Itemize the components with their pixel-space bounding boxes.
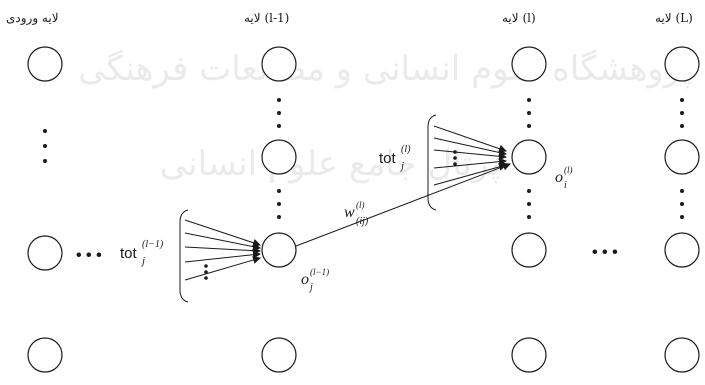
o-curr-base: o — [555, 169, 563, 186]
bundle-bracket-curr — [427, 114, 437, 211]
last-node-third — [664, 232, 700, 268]
bundle-bracket-prev — [179, 209, 189, 303]
w-sup: (l) — [356, 200, 365, 210]
last-dot — [680, 98, 684, 102]
incoming-arrow — [433, 125, 507, 153]
watermark-line-2: پرتال جامع علوم انسانی — [160, 144, 500, 184]
input-layer-label: لایه ورودی — [6, 11, 59, 25]
bundle-dot — [204, 264, 208, 268]
last-node-top — [664, 46, 700, 82]
incoming-bundle-prev — [179, 209, 261, 303]
last-layer-label: لایه (L) — [655, 11, 693, 25]
input-dot — [43, 129, 47, 133]
o-prev-label: o j (l−1) — [301, 267, 329, 293]
watermark-line-1: پژوهشگاه علوم انسانی و مطالعات فرهنگی — [78, 49, 692, 89]
prev-dot — [277, 215, 281, 219]
tot-curr-sub: j — [399, 160, 404, 172]
o-prev-base: o — [301, 271, 309, 288]
prev-dot — [277, 124, 281, 128]
incoming-arrow — [184, 232, 261, 251]
incoming-arrow — [433, 149, 507, 161]
last-dot — [680, 202, 684, 206]
prev-node-second — [261, 139, 297, 175]
prev-dot — [277, 111, 281, 115]
tot-prev-sub: j — [140, 255, 145, 267]
o-prev-sub: j — [308, 282, 313, 293]
input-dot — [43, 159, 47, 163]
last-dot — [680, 111, 684, 115]
incoming-bundle-curr — [427, 114, 507, 211]
bundle-dot — [204, 270, 208, 274]
prev-node-j — [261, 232, 297, 268]
curr-dot — [527, 124, 531, 128]
curr-dot — [527, 98, 531, 102]
input-node-middle — [27, 235, 63, 271]
tot-curr-label: tot j (l) — [379, 144, 411, 172]
bundle-dot — [204, 276, 208, 280]
tot-curr-base: tot — [379, 150, 397, 167]
curr-dot — [527, 202, 531, 206]
incoming-arrow — [184, 250, 261, 263]
last-dot — [680, 124, 684, 128]
curr-layer-label: لایه (l) — [502, 11, 536, 25]
o-prev-sup: (l−1) — [310, 267, 329, 277]
input-node-bottom — [27, 337, 63, 373]
o-curr-sub: i — [564, 180, 567, 191]
last-node-second — [664, 139, 700, 175]
curr-node-bottom — [511, 337, 547, 373]
input-node-top — [27, 46, 63, 82]
incoming-arrow — [184, 219, 261, 247]
curr-dot — [527, 215, 531, 219]
incoming-arrow — [433, 157, 507, 169]
curr-dot — [527, 189, 531, 193]
input-dot — [43, 144, 47, 148]
bundle-dot — [453, 156, 457, 160]
last-dot — [680, 215, 684, 219]
horizontal-ellipsis-left: • • • — [76, 247, 102, 264]
tot-prev-label: tot j (l−1) — [120, 239, 164, 267]
prev-dot — [277, 202, 281, 206]
curr-node-i — [511, 139, 547, 175]
w-sub: (ij) — [356, 216, 369, 227]
prev-dot — [277, 189, 281, 193]
weight-arrow — [295, 162, 511, 247]
o-curr-label: o i (l) — [555, 165, 573, 191]
curr-dot — [527, 111, 531, 115]
incoming-arrow — [184, 246, 261, 255]
tot-prev-base: tot — [120, 245, 138, 262]
weight-label: w (ij) (l) — [344, 200, 369, 227]
tot-curr-sup: (l) — [401, 144, 411, 155]
last-node-bottom — [664, 337, 700, 373]
horizontal-ellipsis-right: • • • — [592, 244, 618, 261]
prev-node-bottom — [261, 337, 297, 373]
w-base: w — [344, 204, 355, 221]
bundle-dot — [453, 150, 457, 154]
bundle-dot — [453, 162, 457, 166]
curr-node-lower — [511, 232, 547, 268]
prev-node-top — [261, 46, 297, 82]
incoming-arrow — [433, 137, 507, 157]
prev-dot — [277, 98, 281, 102]
prev-layer-label: لایه (l-1) — [244, 11, 289, 25]
last-dot — [680, 189, 684, 193]
o-curr-sup: (l) — [564, 165, 573, 175]
incoming-arrow — [433, 163, 507, 186]
curr-node-top — [511, 46, 547, 82]
incoming-arrow — [184, 256, 261, 281]
tot-prev-sup: (l−1) — [142, 239, 164, 250]
